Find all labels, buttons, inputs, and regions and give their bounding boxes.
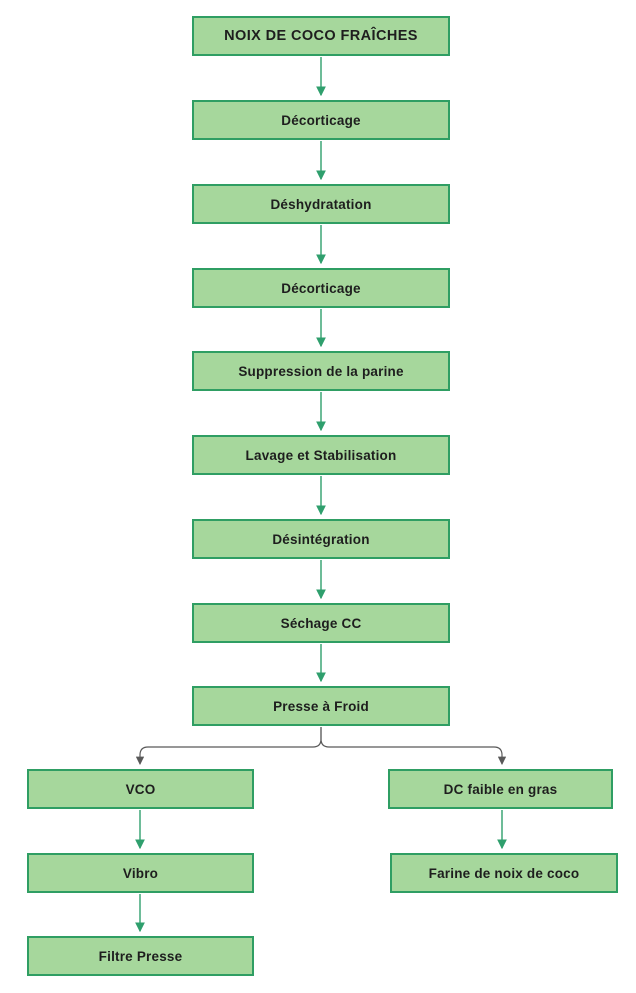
flow-node-noix-de-coco-fraiches: NOIX DE COCO FRAÎCHES [192,16,450,56]
flow-node-vco: VCO [27,769,254,809]
flow-node-presse-a-froid: Presse à Froid [192,686,450,726]
flow-node-decorticage-1: Décorticage [192,100,450,140]
flow-node-filtre-presse: Filtre Presse [27,936,254,976]
flow-node-farine-de-noix-de-coco: Farine de noix de coco [390,853,618,893]
connector-presse-vco [135,727,322,766]
flow-node-vibro: Vibro [27,853,254,893]
flow-node-suppression-de-la-parine: Suppression de la parine [192,351,450,391]
flow-node-desintegration: Désintégration [192,519,450,559]
flow-node-decorticage-2: Décorticage [192,268,450,308]
flow-node-deshydratation: Déshydratation [192,184,450,224]
connector-presse-dc [320,727,507,766]
flow-node-lavage-et-stabilisation: Lavage et Stabilisation [192,435,450,475]
flow-node-sechage-cc: Séchage CC [192,603,450,643]
flow-node-dc-faible-en-gras: DC faible en gras [388,769,613,809]
